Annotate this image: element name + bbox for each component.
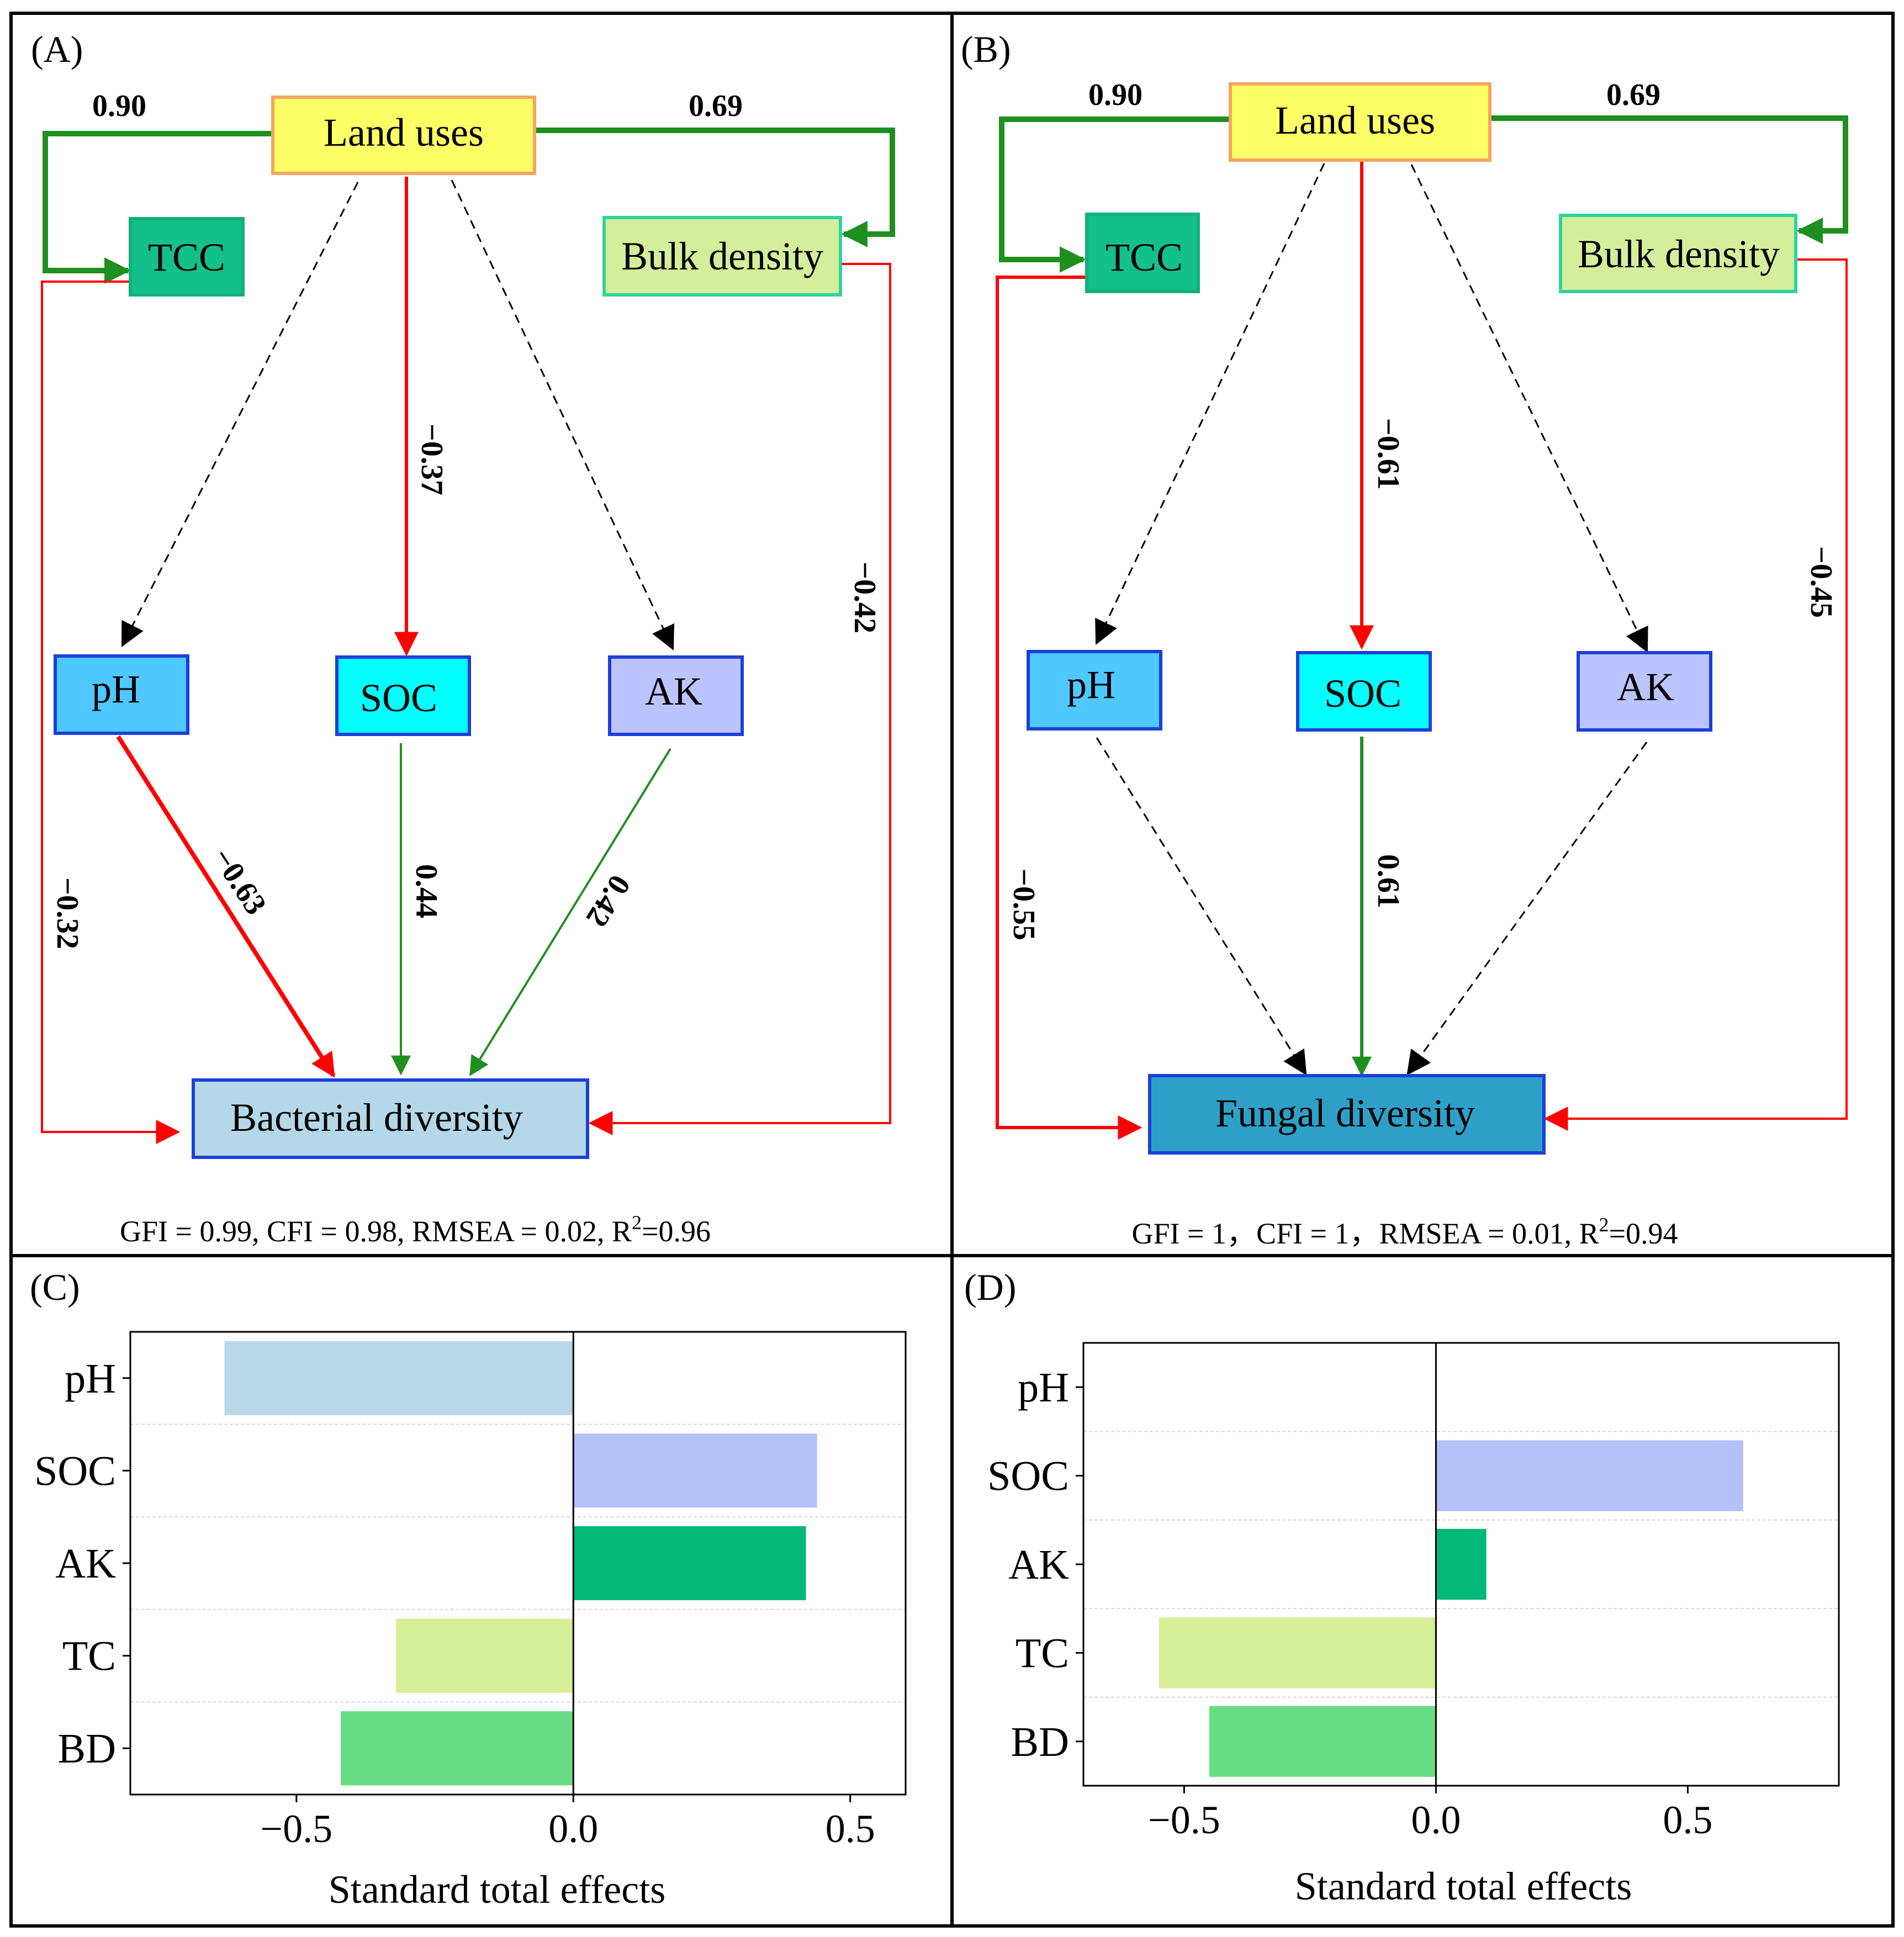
bar-ak — [573, 1526, 806, 1601]
node-tcc-box — [1085, 213, 1200, 293]
bar-soc — [1436, 1440, 1743, 1511]
coef-ak-div: 0.42 — [579, 869, 637, 933]
node-land-uses-box — [271, 96, 536, 175]
node-soc-box — [335, 655, 471, 736]
node-ph-box — [1027, 650, 1162, 731]
node-tcc-box — [129, 217, 245, 297]
edge-land-to-tcc — [999, 117, 1229, 273]
edge-land-to-ak — [451, 179, 675, 650]
chart-panel-tag: (C) — [30, 1266, 80, 1308]
coef-tcc-div: −0.32 — [50, 877, 84, 949]
edge-land-to-tcc — [43, 131, 272, 284]
node-fungal-diversity-label: Fungal diversity — [1215, 1091, 1475, 1135]
edge-ak-to-diversity — [469, 748, 671, 1077]
x-tick-label: 0.0 — [1411, 1798, 1461, 1842]
edge-ph-to-diversity — [116, 735, 336, 1078]
node-ak-box — [608, 655, 744, 736]
node-bacterial-diversity-label: Bacterial diversity — [230, 1095, 523, 1140]
y-tick-label: AK — [55, 1541, 116, 1587]
edge-land-to-ph — [121, 182, 359, 647]
node-land-uses-label: Land uses — [1275, 98, 1435, 142]
node-land-uses-box — [1229, 82, 1492, 162]
node-bulk-density-label: Bulk density — [1578, 232, 1780, 276]
node-bulk-density-box — [1559, 214, 1797, 293]
coef-land-soc: −0.37 — [415, 424, 449, 495]
node-tcc-label: TCC — [148, 235, 225, 279]
y-tick-label: AK — [1008, 1542, 1069, 1588]
coef-bd-div: −0.42 — [848, 562, 882, 633]
edge-tcc-to-diversity — [41, 281, 181, 1144]
node-ak-label: AK — [1617, 665, 1674, 709]
node-bulk-density-box — [602, 216, 842, 297]
node-fungal-diversity-box — [1148, 1074, 1546, 1155]
coef-ph-div: −0.63 — [205, 842, 273, 921]
node-soc-label: SOC — [360, 676, 437, 720]
node-ph-box — [54, 654, 189, 735]
bar-tc — [396, 1618, 574, 1693]
edge-land-to-bulk-density — [536, 128, 895, 247]
y-tick-label: TC — [1016, 1630, 1069, 1676]
y-tick-label: pH — [1018, 1364, 1069, 1411]
y-tick-label: pH — [65, 1356, 116, 1402]
coef-bd-div: −0.45 — [1804, 546, 1838, 618]
node-tcc-label: TCC — [1106, 235, 1183, 279]
bar-tc — [1159, 1617, 1436, 1689]
bar-soc — [573, 1433, 817, 1508]
bar-bd — [341, 1711, 574, 1786]
edge-land-to-bulk-density — [1491, 115, 1848, 244]
node-ak-box — [1577, 651, 1712, 732]
panel-a-tag: (A) — [31, 28, 83, 70]
coef-soc-div: 0.61 — [1371, 854, 1405, 908]
x-tick-label: 0.5 — [826, 1807, 875, 1851]
x-tick-label: −0.5 — [261, 1807, 333, 1851]
fit-indices-b: GFI = 1，CFI = 1，RMSEA = 0.01, R2=0.94 — [1132, 1214, 1678, 1250]
node-ak-label: AK — [645, 669, 702, 713]
edge-land-to-ak — [1410, 164, 1648, 653]
node-land-uses-label: Land uses — [324, 110, 484, 155]
bar-ph — [224, 1341, 574, 1415]
x-axis-label: Standard total effects — [329, 1867, 665, 1912]
edge-bd-to-diversity — [588, 263, 891, 1135]
coef-tcc-div: −0.55 — [1007, 869, 1041, 940]
node-ph-label: pH — [92, 667, 140, 711]
x-tick-label: −0.5 — [1148, 1798, 1220, 1842]
coef-land-bd: 0.69 — [689, 89, 743, 123]
panel-a: (A) 0.90 0.69 −0.37 −0.42 −0.32 −0.63 0.… — [31, 28, 895, 1248]
edge-ph-to-diversity — [1096, 737, 1307, 1076]
node-soc-label: SOC — [1324, 671, 1401, 716]
x-axis-label: Standard total effects — [1295, 1864, 1632, 1908]
edge-tcc-to-diversity — [996, 276, 1143, 1140]
y-tick-label: BD — [57, 1726, 116, 1772]
node-bacterial-diversity-box — [192, 1078, 589, 1159]
y-tick-label: TC — [62, 1633, 116, 1680]
coef-land-tcc: 0.90 — [92, 89, 146, 123]
coef-soc-div: 0.44 — [409, 864, 443, 918]
node-soc-box — [1296, 651, 1432, 732]
node-bulk-density-label: Bulk density — [621, 234, 823, 278]
panel-b-tag: (B) — [961, 28, 1011, 70]
bar-bd — [1209, 1706, 1436, 1777]
edge-ak-to-diversity — [1406, 742, 1648, 1076]
coef-land-soc: −0.61 — [1371, 418, 1405, 490]
chart-panel-tag: (D) — [964, 1266, 1016, 1308]
coef-land-tcc: 0.90 — [1088, 78, 1143, 112]
fit-indices-a: GFI = 0.99, CFI = 0.98, RMSEA = 0.02, R2… — [120, 1211, 711, 1248]
x-tick-label: 0.0 — [548, 1807, 598, 1851]
y-tick-label: BD — [1011, 1719, 1069, 1765]
y-tick-label: SOC — [34, 1448, 116, 1494]
coef-land-bd: 0.69 — [1606, 78, 1660, 112]
x-tick-label: 0.5 — [1663, 1798, 1712, 1842]
panel-b: (B) 0.90 0.69 −0.61 −0.45 −0.55 0.61 Lan… — [961, 28, 1848, 1250]
node-ph-label: pH — [1067, 663, 1115, 707]
edge-bd-to-diversity — [1543, 258, 1848, 1131]
bar-ak — [1436, 1528, 1487, 1600]
y-tick-label: SOC — [987, 1453, 1069, 1500]
